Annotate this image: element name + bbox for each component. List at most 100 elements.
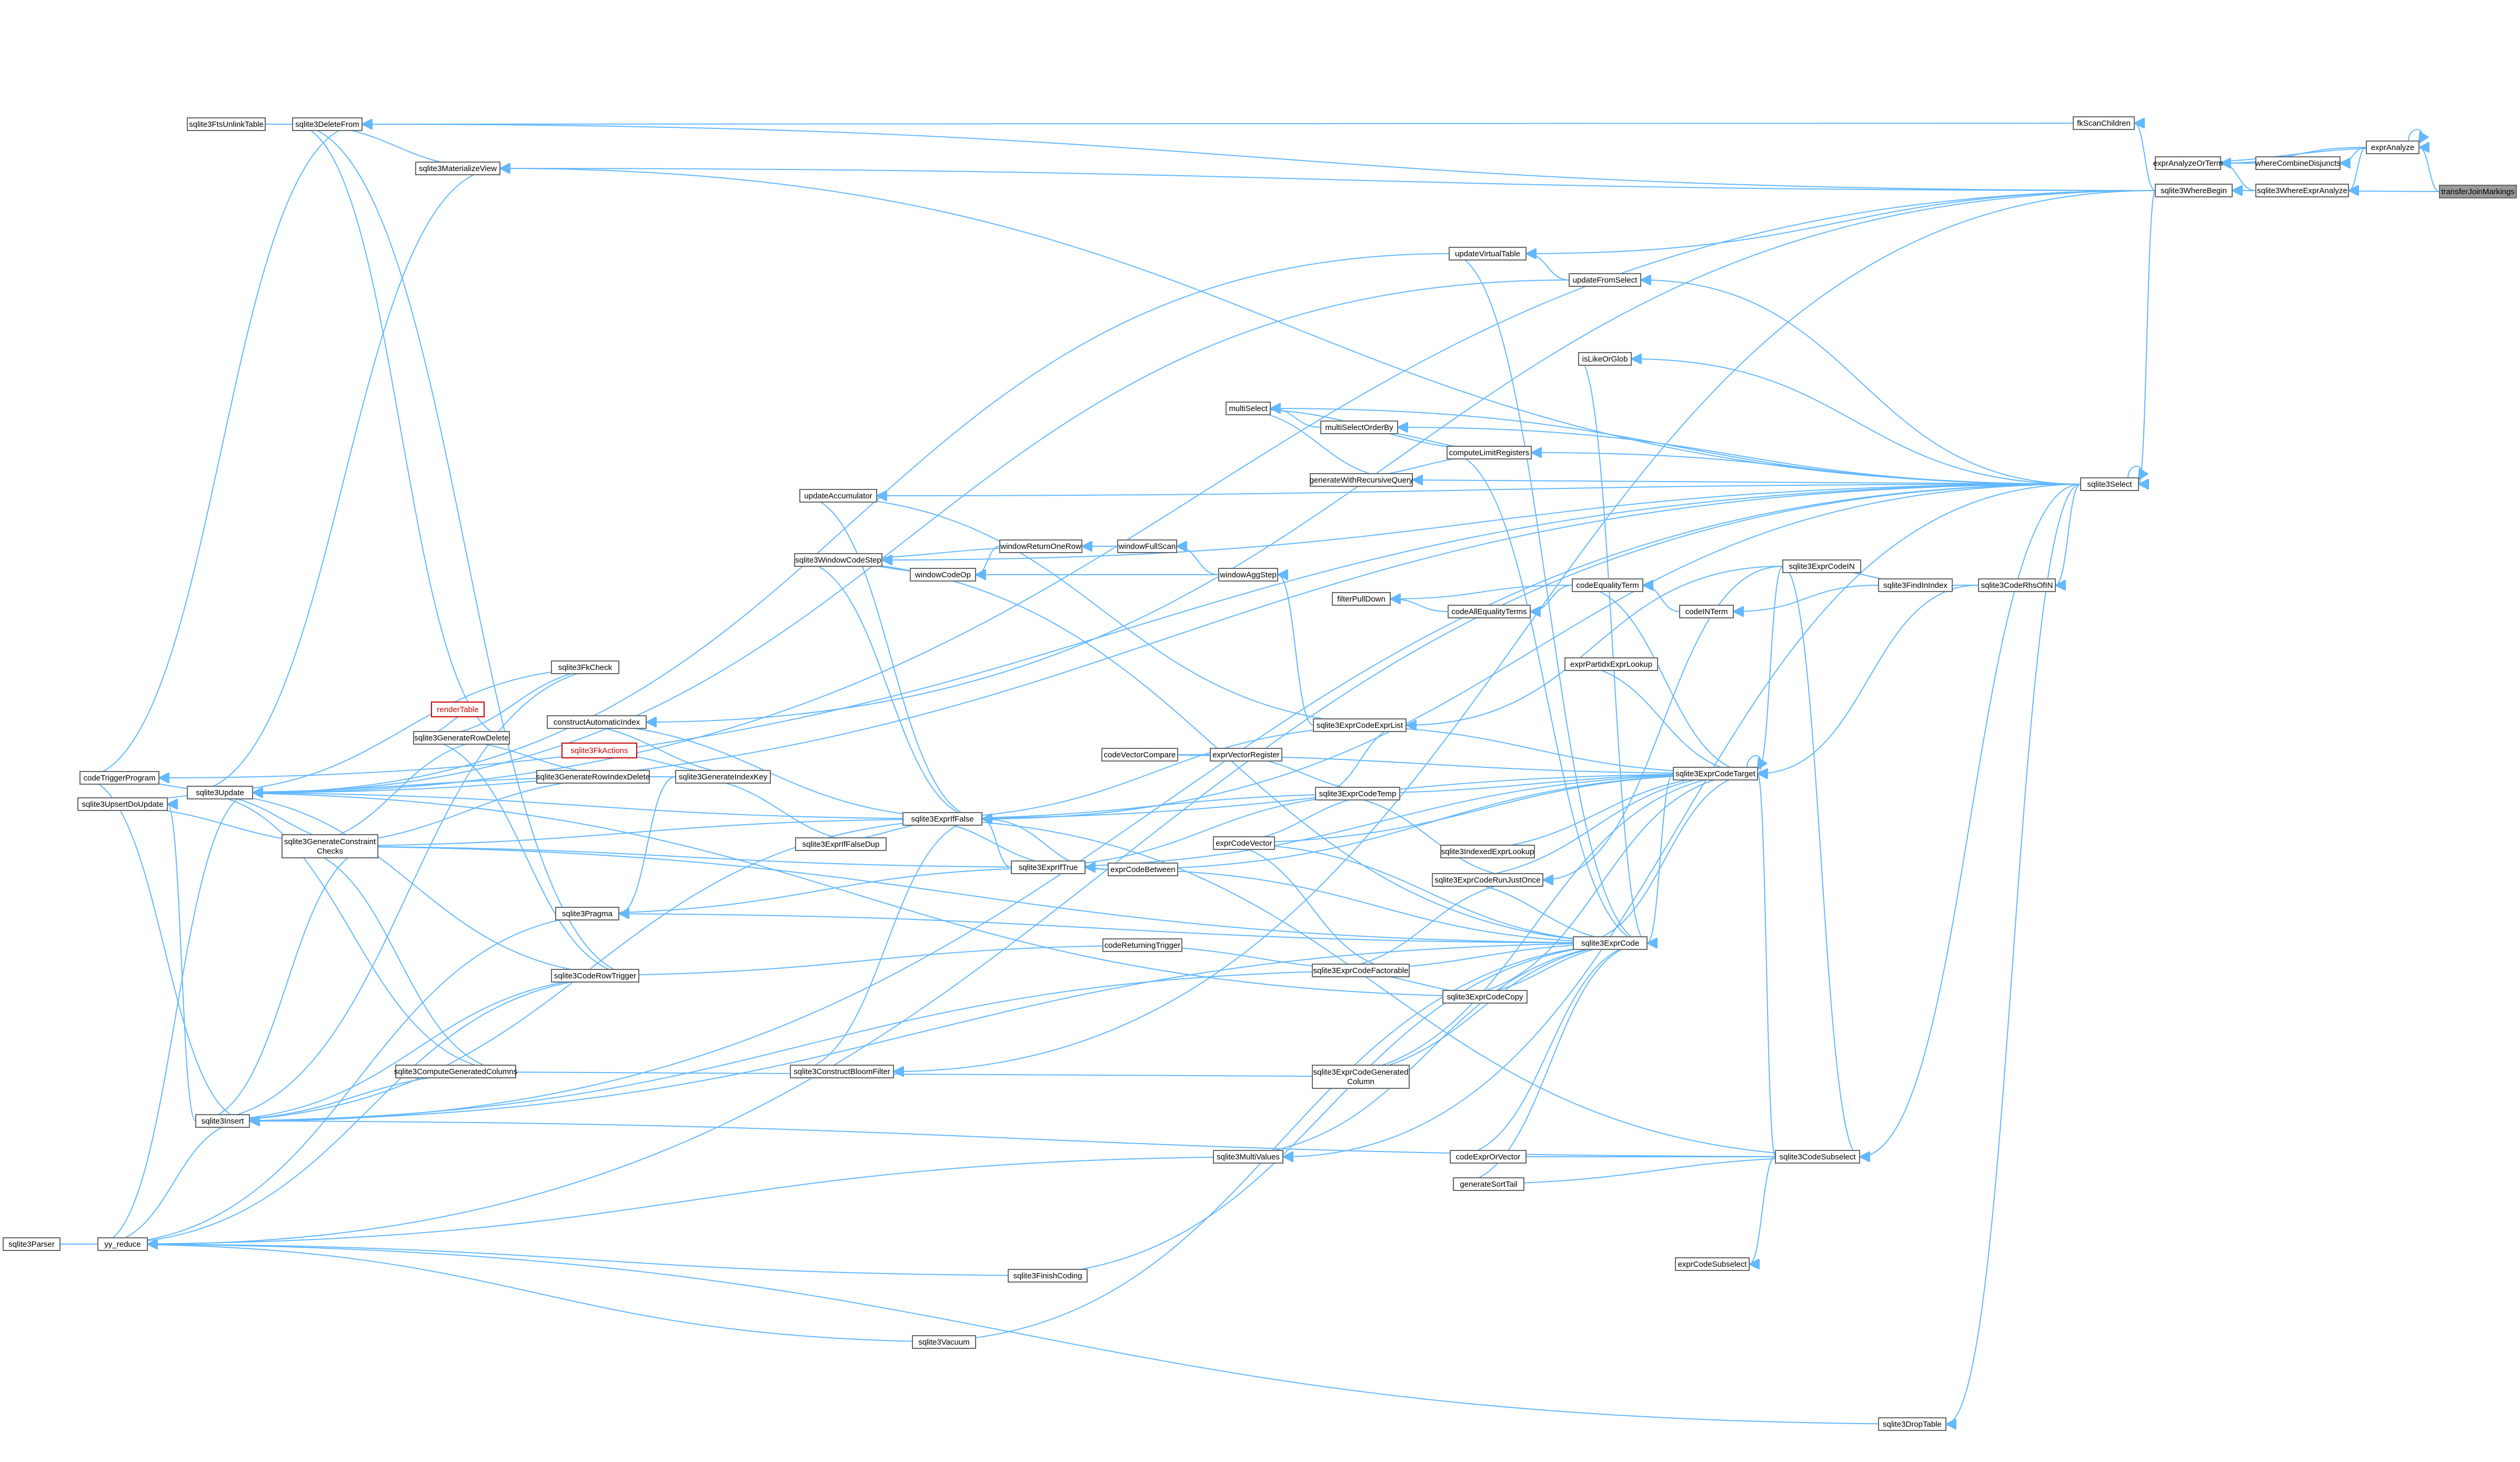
node-construct-automatic-index[interactable]: constructAutomaticIndex <box>547 715 647 729</box>
node-sqlite3-expr-code-in[interactable]: sqlite3ExprCodeIN <box>1782 559 1861 573</box>
node-sqlite3-where-begin[interactable]: sqlite3WhereBegin <box>2155 184 2233 197</box>
node-sqlite3-expr-code-temp[interactable]: sqlite3ExprCodeTemp <box>1315 787 1400 800</box>
node-expr-vector-register[interactable]: exprVectorRegister <box>1210 748 1282 762</box>
node-sqlite3-pragma[interactable]: sqlite3Pragma <box>555 907 619 920</box>
node-multi-select[interactable]: multiSelect <box>1226 402 1271 415</box>
node-label: isLikeOrGlob <box>1582 355 1628 364</box>
node-label: sqlite3Insert <box>202 1117 245 1126</box>
edge-update-accumulator-to-sqlite3-select <box>877 484 2081 496</box>
node-sqlite3-expr-code-expr-list[interactable]: sqlite3ExprCodeExprList <box>1313 718 1407 732</box>
node-label: sqlite3WindowCodeStep <box>795 556 881 565</box>
node-expr-analyze-or-term[interactable]: exprAnalyzeOrTerm <box>2153 156 2223 170</box>
node-sqlite3-generate-row-delete[interactable]: sqlite3GenerateRowDelete <box>413 731 510 745</box>
node-sqlite3-expr-if-false[interactable]: sqlite3ExprIfFalse <box>902 812 982 826</box>
node-sqlite3-expr-if-false-dup[interactable]: sqlite3ExprIfFalseDup <box>795 837 887 851</box>
node-sqlite3-insert[interactable]: sqlite3Insert <box>195 1114 250 1128</box>
node-sqlite3-fk-check[interactable]: sqlite3FkCheck <box>551 660 619 674</box>
node-where-combine-disjuncts[interactable]: whereCombineDisjuncts <box>2255 156 2341 170</box>
node-sqlite3-fts-unlink-table[interactable]: sqlite3FtsUnlinkTable <box>187 117 266 131</box>
node-sqlite3-expr-code-target[interactable]: sqlite3ExprCodeTarget <box>1673 767 1758 780</box>
node-sqlite3-expr-if-true[interactable]: sqlite3ExprIfTrue <box>1011 860 1086 874</box>
node-label: sqlite3CodeSubselect <box>1779 1153 1856 1161</box>
node-sqlite3-expr-code-copy[interactable]: sqlite3ExprCodeCopy <box>1442 990 1528 1004</box>
node-sqlite3-materialize-view[interactable]: sqlite3MaterializeView <box>415 162 500 175</box>
node-generate-with-recursive-query[interactable]: generateWithRecursiveQuery <box>1310 473 1413 487</box>
node-sqlite3-code-subselect[interactable]: sqlite3CodeSubselect <box>1775 1150 1860 1164</box>
edge-sqlite3-update-to-update-from-select <box>253 279 1570 793</box>
edge-sqlite3-multi-values-to-sqlite3-select <box>1283 484 2081 1157</box>
node-sqlite3-window-code-step[interactable]: sqlite3WindowCodeStep <box>794 553 882 567</box>
node-sqlite3-code-rhs-of-in[interactable]: sqlite3CodeRhsOfIN <box>1978 578 2056 592</box>
node-code-returning-trigger[interactable]: codeReturningTrigger <box>1102 938 1182 952</box>
node-multi-select-order-by[interactable]: multiSelectOrderBy <box>1320 420 1398 434</box>
node-window-return-one-row[interactable]: windowReturnOneRow <box>999 539 1082 553</box>
node-sqlite3-drop-table[interactable]: sqlite3DropTable <box>1878 1417 1946 1431</box>
nodes-layer: transferJoinMarkings exprAnalyze exprAnaly… <box>3 116 2517 1431</box>
node-sqlite3-generate-row-index-delete[interactable]: sqlite3GenerateRowIndexDelete <box>536 770 650 784</box>
node-sqlite3-expr-code[interactable]: sqlite3ExprCode <box>1573 936 1648 950</box>
edge-is-like-or-glob-to-sqlite3-select <box>1631 359 2081 485</box>
node-filter-pull-down[interactable]: filterPullDown <box>1332 592 1391 606</box>
node-sqlite3-find-in-index[interactable]: sqlite3FindInIndex <box>1878 578 1953 592</box>
node-expr-code-subselect[interactable]: exprCodeSubselect <box>1675 1257 1750 1271</box>
edge-sqlite3-expr-code-target-to-expr-partidx-expr-lookup <box>1564 664 1758 774</box>
node-label: constructAutomaticIndex <box>554 718 640 727</box>
node-render-table[interactable]: renderTable <box>431 702 485 717</box>
node-update-virtual-table[interactable]: updateVirtualTable <box>1449 247 1527 261</box>
node-expr-code-between[interactable]: exprCodeBetween <box>1108 863 1178 876</box>
edge-sqlite3-code-row-trigger-to-yy-reduce <box>97 976 639 1245</box>
node-expr-analyze[interactable]: exprAnalyze <box>2366 141 2419 154</box>
node-sqlite3-select[interactable]: sqlite3Select <box>2080 477 2139 491</box>
node-sqlite3-code-row-trigger[interactable]: sqlite3CodeRowTrigger <box>551 969 639 983</box>
node-sqlite3-expr-code-run-just-once[interactable]: sqlite3ExprCodeRunJustOnce <box>1432 873 1543 887</box>
node-sqlite3-multi-values[interactable]: sqlite3MultiValues <box>1213 1150 1283 1164</box>
node-sqlite3-compute-generated-columns[interactable]: sqlite3ComputeGeneratedColumns <box>394 1065 517 1078</box>
node-update-from-select[interactable]: updateFromSelect <box>1569 273 1641 287</box>
node-sqlite3-construct-bloom-filter[interactable]: sqlite3ConstructBloomFilter <box>790 1065 894 1078</box>
node-code-equality-term[interactable]: codeEqualityTerm <box>1572 578 1643 592</box>
edge-sqlite3-compute-generated-columns-to-sqlite3-update <box>187 792 516 1072</box>
node-sqlite3-vacuum[interactable]: sqlite3Vacuum <box>912 1335 976 1349</box>
node-label: sqlite3GenerateIndexKey <box>679 773 768 782</box>
node-root[interactable]: transferJoinMarkings <box>2439 185 2517 198</box>
node-code-all-equality-terms[interactable]: codeAllEqualityTerms <box>1448 605 1531 618</box>
node-update-accumulator[interactable]: updateAccumulator <box>799 489 877 503</box>
node-window-full-scan[interactable]: windowFullScan <box>1117 539 1177 553</box>
edge-sqlite3-expr-code-to-sqlite3-expr-code-target <box>1646 773 1674 943</box>
node-sqlite3-update[interactable]: sqlite3Update <box>187 786 253 799</box>
node-window-code-op[interactable]: windowCodeOp <box>910 568 976 582</box>
node-label: updateAccumulator <box>804 492 872 500</box>
node-sqlite3-expr-code-factorable[interactable]: sqlite3ExprCodeFactorable <box>1312 964 1410 977</box>
node-code-interm[interactable]: codeINTerm <box>1679 605 1734 618</box>
edge-sqlite3-code-subselect-to-sqlite3-expr-if-false <box>902 818 1860 1157</box>
node-window-agg-step[interactable]: windowAggStep <box>1218 568 1278 582</box>
node-label: exprVectorRegister <box>1212 750 1280 759</box>
node-sqlite3-finish-coding[interactable]: sqlite3FinishCoding <box>1008 1269 1088 1283</box>
node-compute-limit-registers[interactable]: computeLimitRegisters <box>1447 446 1532 459</box>
node-sqlite3-fk-actions[interactable]: sqlite3FkActions <box>561 743 637 758</box>
node-code-trigger-program[interactable]: codeTriggerProgram <box>79 771 159 785</box>
node-fk-scan-children[interactable]: fkScanChildren <box>2073 116 2135 130</box>
edge-window-agg-step-to-sqlite3-expr-code-expr-list <box>1277 575 1314 726</box>
node-sqlite3-parser[interactable]: sqlite3Parser <box>3 1237 61 1251</box>
edge-sqlite3-code-row-trigger-to-sqlite3-insert <box>195 976 639 1121</box>
node-is-like-or-glob[interactable]: isLikeOrGlob <box>1578 352 1632 366</box>
node-code-expr-or-vector[interactable]: codeExprOrVector <box>1450 1150 1527 1164</box>
node-code-vector-compare[interactable]: codeVectorCompare <box>1101 748 1178 762</box>
node-sqlite3-where-expr-analyze[interactable]: sqlite3WhereExprAnalyze <box>2255 184 2349 197</box>
node-sqlite3-generate-index-key[interactable]: sqlite3GenerateIndexKey <box>675 770 771 784</box>
node-sqlite3-indexed-expr-lookup[interactable]: sqlite3IndexedExprLookup <box>1440 845 1535 858</box>
edge-sqlite3-expr-if-false-to-sqlite3-generate-constraint-checks <box>282 819 982 847</box>
node-expr-partidx-expr-lookup[interactable]: exprPartidxExprLookup <box>1564 657 1658 671</box>
node-yy-reduce[interactable]: yy_reduce <box>97 1237 148 1251</box>
node-label: sqlite3ExprIfTrue <box>1019 863 1078 872</box>
edge-sqlite3-update-to-update-virtual-table <box>253 253 1450 793</box>
node-expr-code-vector[interactable]: exprCodeVector <box>1213 836 1275 850</box>
node-sqlite3-delete-from[interactable]: sqlite3DeleteFrom <box>292 117 363 131</box>
edge-generate-with-recursive-query-to-multi-select <box>1226 408 1412 480</box>
edge-sqlite3-construct-bloom-filter-to-sqlite3-where-begin <box>893 190 2156 1072</box>
node-generate-sort-tail[interactable]: generateSortTail <box>1453 1177 1524 1191</box>
node-sqlite3-upsert-do-update[interactable]: sqlite3UpsertDoUpdate <box>77 797 168 811</box>
